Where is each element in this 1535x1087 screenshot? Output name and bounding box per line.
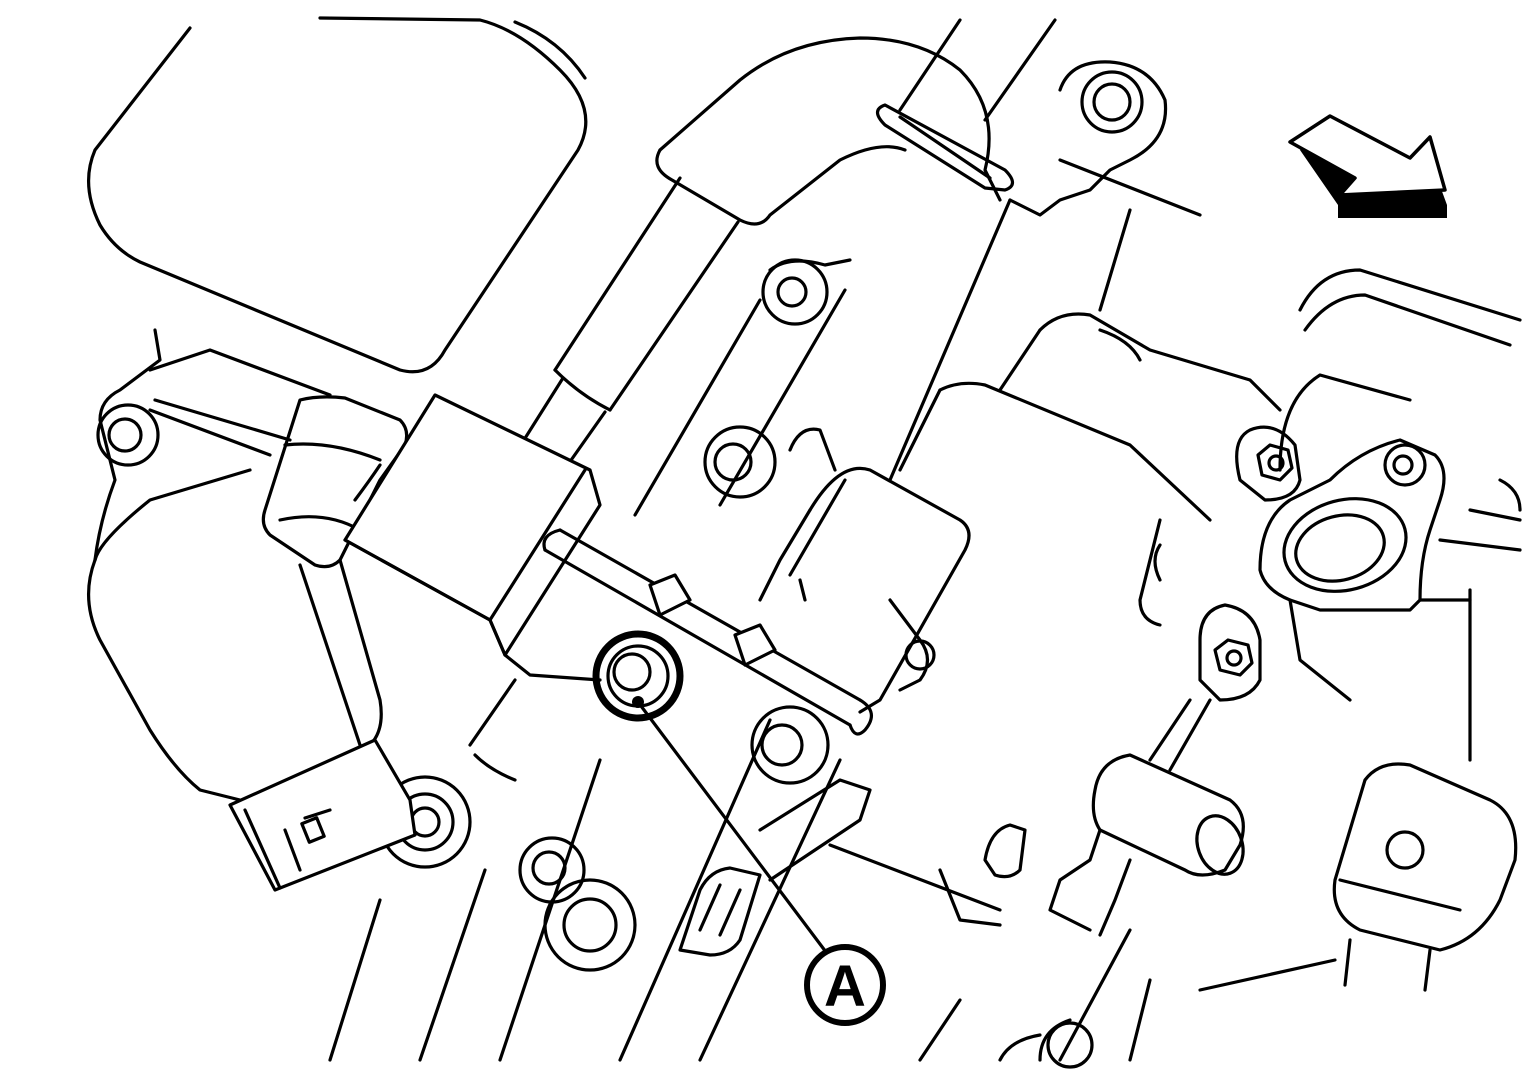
bolt-a	[592, 630, 684, 722]
electrical-connector	[228, 738, 417, 892]
upper-right-bracket	[1008, 60, 1168, 217]
frame-members	[328, 18, 1337, 1062]
sensor-housing	[343, 393, 602, 682]
solenoid-valve	[758, 466, 971, 714]
left-actuator-body	[87, 328, 409, 802]
front-direction-arrow-icon	[1288, 114, 1447, 218]
body-bolts	[703, 258, 852, 499]
callout-a-label: A	[824, 954, 866, 1019]
hex-bolts	[1148, 425, 1302, 772]
callout-a: A	[636, 700, 886, 1026]
callout-a-circle	[804, 944, 886, 1026]
small-pipe	[542, 528, 873, 736]
vacuum-hose	[503, 36, 1015, 492]
callout-a-leader-line	[636, 700, 834, 962]
lower-bracket	[468, 678, 1002, 957]
bottom-details	[918, 998, 1094, 1069]
right-connectors	[1048, 753, 1518, 992]
right-flange	[1258, 268, 1522, 762]
upper-cover	[86, 16, 588, 374]
right-manifold	[898, 312, 1282, 927]
